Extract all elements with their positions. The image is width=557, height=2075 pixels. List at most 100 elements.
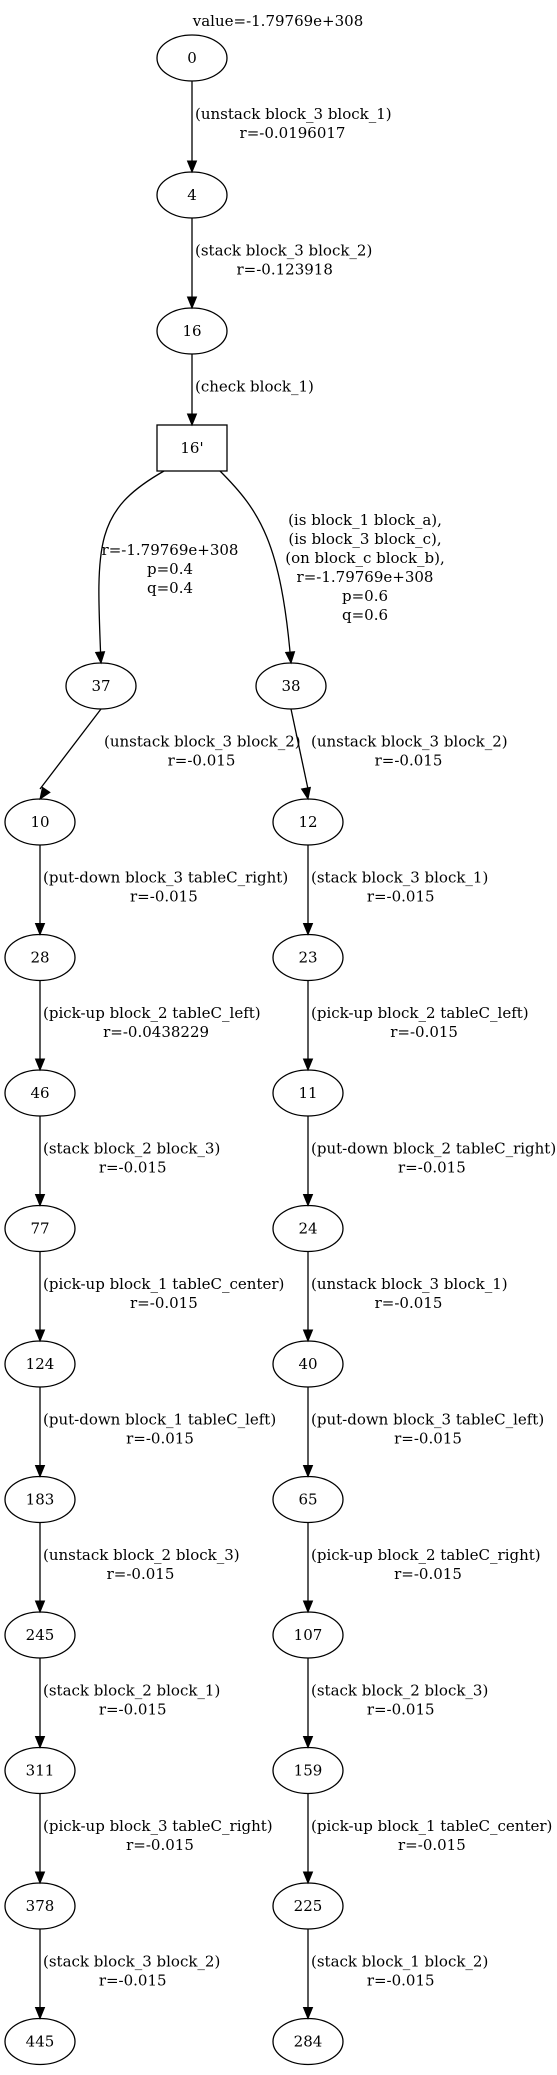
node-ellipse [156, 34, 228, 82]
edge-label-line: r=-0.015 [375, 1294, 443, 1312]
edge-label-line: r=-0.0196017 [240, 124, 346, 142]
arrowhead [186, 413, 198, 427]
edge-label-line: (pick-up block_1 tableC_center) [311, 1817, 552, 1835]
node-ellipse [272, 1069, 344, 1117]
edge-label-line: r=-0.0438229 [103, 1023, 209, 1041]
graph-edge: (pick-up block_1 tableC_center)r=-0.015 [302, 1793, 552, 1885]
graph-edge: (put-down block_2 tableC_right)r=-0.015 [302, 1116, 556, 1207]
arrowhead [186, 160, 198, 174]
node-ellipse [272, 1746, 344, 1795]
arrowhead [302, 1329, 314, 1343]
graph-edge: (put-down block_3 tableC_right)r=-0.015 [34, 845, 288, 936]
graph-edge: (unstack block_3 block_2)r=-0.015 [290, 708, 508, 801]
arrowhead [284, 651, 296, 665]
arrowhead [34, 2007, 46, 2020]
graph-node: 159 [272, 1746, 344, 1795]
edge-line [219, 470, 292, 664]
edge-label-line: r=-0.015 [99, 1158, 167, 1176]
node-label: 445 [26, 2033, 55, 2051]
edge-label-line: (put-down block_3 tableC_left) [311, 1410, 544, 1428]
node-ellipse [4, 798, 76, 846]
node-ellipse [272, 798, 344, 846]
edge-label-line: p=0.6 [342, 587, 388, 605]
edge-label-line: r=-0.015 [168, 752, 236, 770]
node-label: 16 [182, 322, 201, 340]
node-ellipse [255, 662, 327, 710]
node-label: 16' [180, 439, 203, 457]
node-label: 4 [187, 186, 197, 204]
graph-edge: (pick-up block_2 tableC_right)r=-0.015 [302, 1522, 541, 1614]
node-label: 40 [298, 1355, 317, 1373]
edge-label-line: q=0.6 [342, 606, 388, 624]
edge-label-line: r=-0.015 [126, 1429, 194, 1447]
edges-layer: (unstack block_3 block_1) r=-0.0196017 (st… [34, 81, 556, 2020]
edge-line [98, 470, 165, 664]
graph-node: 225 [272, 1882, 344, 1930]
edge-label-line: (pick-up block_2 tableC_left) [43, 1004, 261, 1022]
graph-edge: (unstack block_3 block_2)r=-0.015 [39, 708, 301, 801]
edge-label-line: r=-1.79769e+308 [297, 568, 434, 586]
node-label: 46 [30, 1084, 49, 1102]
arrowhead [302, 1058, 314, 1072]
node-box [156, 424, 228, 472]
arrowhead [300, 786, 312, 801]
graph-node: 0 [156, 34, 228, 82]
node-ellipse [4, 1204, 76, 1253]
arrowhead [34, 1871, 46, 1885]
graph-node: 107 [272, 1611, 344, 1659]
graph-node: 11 [272, 1069, 344, 1117]
edge-label-line: r=-0.015 [390, 1023, 458, 1041]
edge-label-line: (on block_c block_b), [285, 549, 445, 567]
edge-label-line: (stack block_2 block_1) [43, 1681, 220, 1699]
graph-edge: (unstack block_2 block_3)r=-0.015 [34, 1522, 240, 1614]
graph-node: 77 [4, 1204, 76, 1253]
arrowhead [34, 1058, 46, 1072]
arrowhead [94, 651, 106, 665]
graph-edge: (put-down block_1 tableC_left)r=-0.015 [34, 1387, 276, 1478]
edge-label-line: r=-0.015 [130, 1294, 198, 1312]
node-ellipse [272, 1882, 344, 1930]
edge-label-line: r=-0.015 [375, 752, 443, 770]
arrowhead [34, 923, 46, 936]
arrowhead [34, 1600, 46, 1614]
graph-node: 12 [272, 798, 344, 846]
graph-node: 28 [4, 933, 76, 982]
edge-label-line: (pick-up block_1 tableC_center) [43, 1275, 284, 1293]
graph-edge: (put-down block_3 tableC_left)r=-0.015 [302, 1387, 544, 1478]
node-ellipse [272, 1611, 344, 1659]
node-ellipse [65, 662, 137, 710]
node-label: 38 [281, 677, 300, 695]
graph-node: 24 [272, 1204, 344, 1253]
arrowhead [302, 2007, 314, 2020]
edge-label-line: (stack block_2 block_3) [311, 1681, 488, 1699]
graph-node: 10 [4, 798, 76, 846]
graph-node: 37 [65, 662, 137, 710]
arrowhead [34, 1465, 46, 1478]
graph-node: 16 [156, 307, 228, 355]
graph-edge: (pick-up block_3 tableC_right)r=-0.015 [34, 1793, 273, 1885]
edge-label-line: (check block_1) [195, 378, 314, 396]
edge-label-line: (unstack block_3 block_2) [104, 733, 301, 751]
node-label: 159 [294, 1762, 323, 1780]
node-ellipse [4, 933, 76, 982]
edge-label-line: (put-down block_3 tableC_right) [43, 868, 288, 886]
graph-node: 40 [272, 1340, 344, 1388]
graph-node: 378 [4, 1882, 76, 1930]
graph-node: 23 [272, 933, 344, 982]
node-label: 311 [26, 1762, 55, 1780]
graph-edge: (stack block_2 block_3)r=-0.015 [302, 1658, 488, 1749]
node-label: 107 [294, 1626, 323, 1644]
graph-node: 38 [255, 662, 327, 710]
edge-label-line: r=-0.015 [99, 1971, 167, 1989]
node-label: 0 [187, 49, 197, 67]
graph-edge: (unstack block_3 block_1)r=-0.015 [302, 1251, 508, 1343]
edge-label-line: (unstack block_3 block_1) [311, 1275, 508, 1293]
edge-label-line: r=-0.015 [367, 1700, 435, 1718]
graph-edge: (stack block_3 block_1)r=-0.015 [302, 845, 488, 936]
edge-label-line: r=-0.015 [126, 1836, 194, 1854]
edge-label-line: p=0.4 [147, 560, 193, 578]
edge-label-line: (stack block_3 block_1) [311, 868, 488, 886]
edge-label-line: (unstack block_3 block_2) [311, 733, 508, 751]
node-ellipse [272, 2017, 344, 2066]
